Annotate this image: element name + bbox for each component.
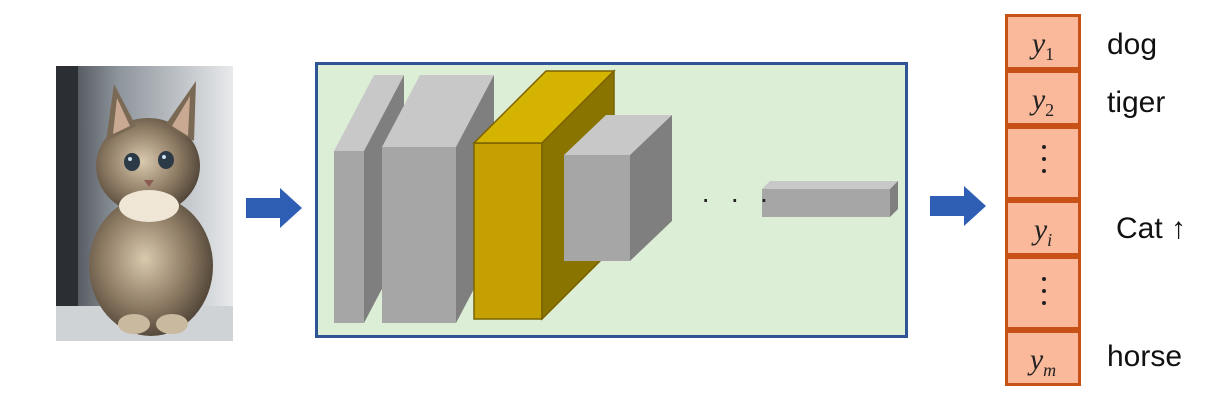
up-arrow-icon: ↑ <box>1171 212 1187 245</box>
ym-subscript: m <box>1043 360 1057 380</box>
input-arrow-icon <box>246 188 302 228</box>
layer-4 <box>564 115 672 261</box>
network-layers <box>334 69 898 323</box>
vertical-ellipsis-icon <box>1042 145 1048 181</box>
label-cat-text: Cat <box>1116 212 1163 245</box>
y2-symbol: y <box>1031 83 1046 116</box>
network-box: · · · <box>315 62 908 338</box>
yi-subscript: i <box>1047 230 1053 250</box>
y1-symbol: y <box>1031 27 1046 60</box>
y1-subscript: 1 <box>1045 44 1055 64</box>
label-tiger: tiger <box>1107 86 1166 119</box>
output-arrow-icon <box>930 186 986 226</box>
output-cell-gap-2 <box>1005 256 1081 330</box>
vertical-ellipsis-icon <box>1042 277 1048 313</box>
layer-final <box>762 181 898 217</box>
ellipsis: · · · <box>701 183 775 214</box>
output-cell-y1: y1 <box>1005 14 1081 70</box>
label-dog: dog <box>1107 28 1158 61</box>
output-cell-gap-1 <box>1005 126 1081 200</box>
label-horse: horse <box>1107 340 1183 373</box>
cat-photo <box>56 66 233 341</box>
label-cat: Cat ↑ <box>1116 212 1186 246</box>
yi-symbol: y <box>1033 213 1048 246</box>
output-cell-y2: y2 <box>1005 70 1081 126</box>
y2-subscript: 2 <box>1045 100 1055 120</box>
output-cell-yi: yi <box>1005 200 1081 256</box>
output-cell-ym: ym <box>1005 330 1081 386</box>
ym-symbol: y <box>1029 343 1044 376</box>
